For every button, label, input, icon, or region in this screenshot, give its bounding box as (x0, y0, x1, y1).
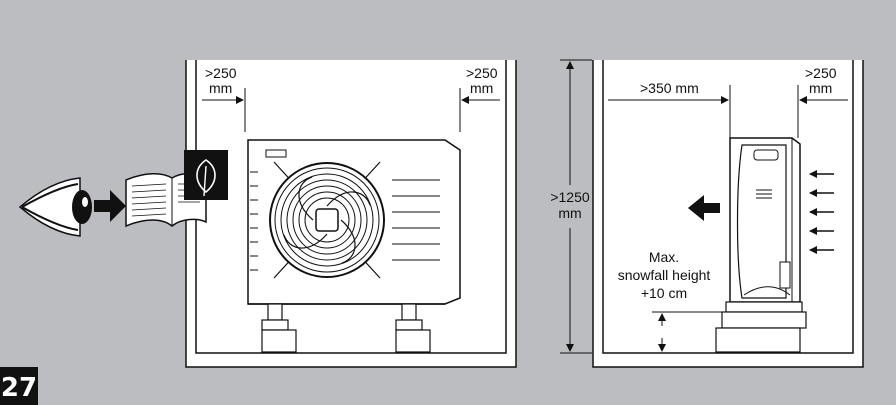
dim-back-unit: mm (809, 80, 832, 96)
dim-right-value: >250 (466, 65, 498, 81)
airflow-arrows-icon (809, 170, 834, 254)
dim-height-unit: mm (558, 205, 581, 221)
eye-icon (18, 177, 92, 237)
dim-back-value: >250 (805, 65, 837, 81)
arrow-right-icon (94, 190, 126, 222)
dim-left-clearance: >250 mm (202, 65, 246, 132)
dim-left-unit: mm (209, 80, 232, 96)
dim-back-clearance: >250 mm (797, 65, 848, 138)
snow-note-line1: Max. (649, 249, 679, 265)
fan-icon (269, 161, 385, 279)
dim-front-clearance: >350 mm (608, 80, 731, 138)
snow-note-line2: snowfall height (618, 267, 711, 283)
dim-left-value: >250 (205, 65, 237, 81)
dim-right-clearance: >250 mm (459, 65, 500, 132)
leaf-icon (184, 150, 228, 200)
dim-height-clearance: >1250 mm (550, 59, 592, 354)
outdoor-unit-side (715, 137, 807, 353)
figure-number-badge: 27 (0, 367, 38, 405)
figure-number: 27 (1, 373, 37, 403)
outdoor-unit-front (247, 139, 461, 353)
airflow-out-arrow-icon (688, 195, 720, 221)
dim-height-value: >1250 (550, 189, 590, 205)
dim-front-label: >350 mm (640, 80, 699, 96)
snowfall-note: Max. snowfall height +10 cm (618, 249, 726, 352)
snow-note-line3: +10 cm (641, 285, 687, 301)
dim-right-unit: mm (470, 80, 493, 96)
